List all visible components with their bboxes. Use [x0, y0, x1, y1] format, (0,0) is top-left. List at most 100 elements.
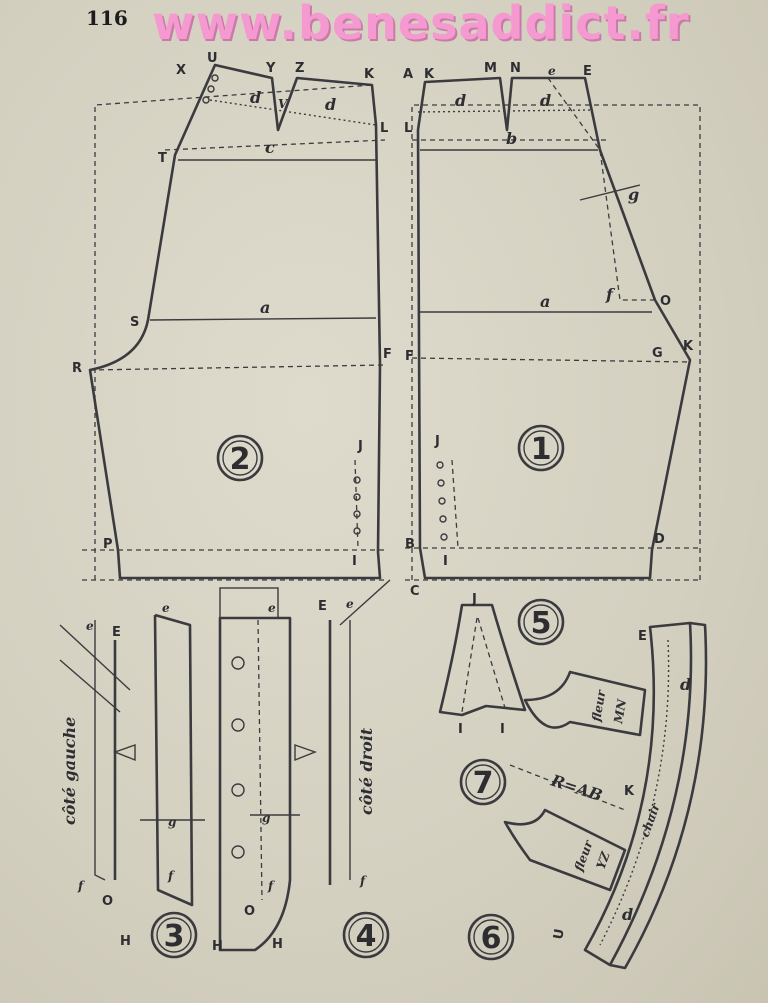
point-e: E [318, 599, 327, 614]
point-f: f [267, 879, 275, 893]
point-y: Y [265, 61, 276, 76]
figure-2-number: 2 [230, 442, 251, 477]
point-f: f [77, 879, 85, 893]
point-s: S [130, 315, 139, 330]
point-m: M [484, 61, 497, 76]
figure-3-number: 3 [164, 919, 185, 954]
fly-guide [547, 77, 655, 301]
detail-4-right-side: côté droit e E e g f f O H H 4 [212, 579, 391, 959]
side-label: côté droit [357, 727, 376, 815]
point-b: B [405, 537, 415, 552]
fly-line [257, 619, 263, 901]
label-fleur: fleur [571, 837, 596, 874]
point-k: K [364, 67, 375, 82]
figure-4-number: 4 [356, 919, 377, 954]
crotch-line [89, 364, 386, 371]
point-o: O [244, 904, 255, 919]
figure-6-number: 6 [481, 921, 502, 956]
point-f: f [167, 869, 175, 883]
fly-line [451, 459, 459, 549]
point-j: J [357, 439, 363, 454]
pattern-2-frame [94, 84, 373, 580]
arrow-left-icon [113, 744, 136, 762]
detail-5-outline [438, 603, 527, 717]
point-j: J [434, 434, 440, 449]
fold-line [477, 617, 506, 709]
pattern-1-frame [411, 104, 701, 580]
watermark: www.benesaddict.fr [152, 0, 690, 50]
label-g: g [628, 185, 639, 204]
point-o: O [102, 894, 113, 909]
point-f: f [359, 874, 367, 888]
point-l: L [404, 121, 412, 136]
side-line [94, 620, 106, 881]
measure-d: d [455, 91, 466, 110]
pattern-2-back: 2 X U Y Z K V d d L T c a S R F J I P [72, 51, 392, 581]
label-c: c [265, 138, 275, 157]
point-i: I [443, 554, 448, 569]
label-d: d [680, 675, 691, 694]
point-v: V [278, 97, 289, 111]
radius-line [509, 764, 626, 811]
point-d: D [654, 532, 665, 547]
label-g: g [168, 815, 176, 829]
pattern-2-outline [88, 63, 382, 580]
point-x: X [176, 63, 186, 78]
stitch-line [599, 639, 670, 946]
point-e: E [638, 629, 647, 644]
point-n: N [510, 61, 521, 76]
point-e-small: e [548, 64, 556, 78]
arrow-right-icon [294, 744, 317, 762]
point-u: U [551, 928, 568, 941]
detail-3-outline [153, 613, 194, 907]
point-f: F [405, 349, 414, 364]
point-e: E [583, 64, 592, 79]
point-h: H [120, 934, 131, 949]
point-e-small: e [162, 601, 170, 615]
point-p: P [103, 537, 113, 552]
point-l: L [380, 121, 388, 136]
point-j: J [471, 592, 477, 607]
measure-d: d [540, 91, 551, 110]
label-mn: MN [611, 697, 629, 725]
point-f: F [383, 347, 392, 362]
point-e: E [112, 625, 121, 640]
point-i: I [458, 722, 463, 737]
point-o: O [660, 294, 671, 309]
fleur-piece-yz [503, 808, 627, 892]
detail-4-outline [218, 616, 292, 952]
pattern-1-front: 1 A K M N e E d d L b g f O a F G K J B … [403, 61, 701, 599]
crotch-line [411, 357, 691, 363]
detail-6-waistband: E d fleur MN R=AB K chair fleur YZ d U 7… [459, 621, 708, 970]
label-g: g [262, 811, 270, 825]
label-d: d [622, 905, 633, 924]
waist-dotted [209, 99, 377, 126]
fleur-piece-mn [523, 670, 647, 737]
point-e-small: e [268, 601, 276, 615]
point-i: I [352, 554, 357, 569]
point-k: K [424, 67, 435, 82]
figure-1-number: 1 [531, 432, 552, 467]
point-z: Z [295, 61, 304, 76]
guide-line [339, 579, 391, 626]
point-h: H [212, 939, 223, 954]
point-f-small: f [605, 285, 616, 304]
point-c: C [410, 584, 420, 599]
point-u: U [207, 51, 218, 66]
label-fleur: fleur [589, 688, 609, 724]
measure-a [149, 317, 377, 321]
detail-3-left-side: côté gauche e E e g f f O H 3 [59, 601, 205, 959]
point-h: H [272, 937, 283, 952]
label-a: a [540, 292, 550, 311]
point-g: G [652, 346, 663, 361]
label-a: a [260, 298, 270, 317]
point-a: A [403, 67, 413, 82]
side-label: côté gauche [60, 717, 79, 825]
guide-line [59, 659, 121, 713]
label-b: b [506, 129, 517, 148]
point-k: K [683, 339, 694, 354]
point-e-small: e [86, 619, 94, 633]
figure-7-number: 7 [473, 766, 494, 801]
measure-g [579, 184, 641, 201]
